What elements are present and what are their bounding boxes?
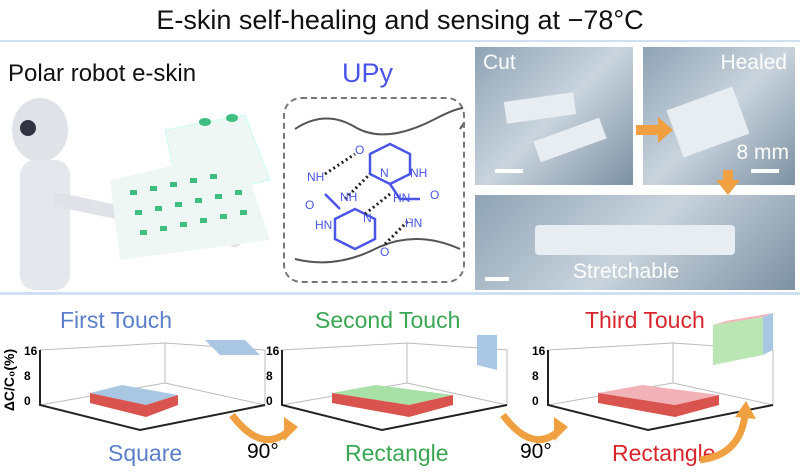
rotation-label-1: 90° [247, 440, 279, 463]
atom: N [380, 166, 389, 180]
scale-bar [751, 169, 779, 173]
arrow-down-icon [716, 170, 740, 195]
y-tick-label: 0 [24, 394, 31, 408]
y-tick-label: 16 [24, 344, 38, 358]
main-title: E-skin self-healing and sensing at −78°C [0, 0, 800, 42]
photo-cut-label: Cut [483, 51, 516, 74]
atom: NH [340, 190, 357, 204]
arrowhead-icon [554, 417, 568, 441]
robot-illustration [12, 98, 271, 290]
y-tick-label: 0 [532, 394, 539, 408]
sensor-bars [332, 393, 453, 417]
photo-healed: Healed 8 mm [643, 47, 795, 185]
atom: N [363, 211, 372, 225]
atom: HN [405, 216, 422, 230]
plot-axes [547, 350, 774, 432]
y-tick-label: 0 [266, 394, 273, 408]
touch-object [713, 317, 763, 365]
rotate-arrow-icon [699, 414, 749, 464]
touch-object-top [713, 313, 773, 325]
rotate-arrow-icon [500, 412, 563, 443]
scale-bar [495, 169, 523, 173]
atom: O [305, 198, 314, 212]
atom: NH [410, 166, 427, 180]
sensor-surface [332, 385, 453, 405]
section-divider [0, 292, 800, 295]
scale-bar [485, 277, 509, 281]
rotation-label-2: 90° [520, 440, 552, 463]
y-tick-label: 8 [24, 369, 31, 383]
touch-object [205, 340, 260, 355]
y-tick-label: 8 [266, 369, 273, 383]
plot-grid [281, 342, 508, 431]
panel-3-shape: Rectangle [612, 440, 716, 466]
process-arrows [636, 117, 740, 195]
panel-1-title: First Touch [60, 307, 173, 333]
touch-object [477, 335, 497, 370]
atom: O [355, 143, 364, 157]
molecule-box: NH O NH HN N O N NH HN O HN O [283, 97, 470, 283]
panel-3-title: Third Touch [585, 307, 705, 333]
photo-stretchable: Stretchable [475, 195, 795, 290]
arrowhead-icon [735, 401, 756, 419]
atom: O [430, 188, 439, 202]
sensing-plots: 16 8 0 16 8 0 16 8 0 [24, 313, 774, 464]
upy-dimer-structure: NH O NH HN N O N NH HN O HN O [294, 107, 470, 264]
atom: O [380, 245, 389, 259]
upy-label: UPy [342, 58, 394, 88]
y-tick-label: 16 [266, 344, 280, 358]
atom: HN [393, 191, 410, 205]
atom: HN [315, 218, 332, 232]
sensor-bars [90, 393, 178, 417]
scale-label: 8 mm [736, 141, 790, 164]
y-tick-label: 8 [532, 369, 539, 383]
panel-1-shape: Square [108, 440, 183, 466]
plot-axes [39, 350, 266, 432]
touch-object-side [763, 313, 773, 355]
photo-cut: Cut [475, 47, 633, 185]
arrow-right-icon [636, 117, 673, 143]
y-tick-label: 16 [532, 344, 546, 358]
panel-2-title: Second Touch [315, 307, 461, 333]
sensor-bars [598, 393, 719, 417]
plot-axes [281, 350, 508, 432]
sensor-surface [90, 385, 178, 405]
rotate-arrow-icon [229, 412, 293, 443]
atom: NH [307, 170, 324, 184]
sensor-surface [598, 385, 719, 405]
arrowhead-icon [284, 417, 298, 441]
photo-healed-label: Healed [720, 51, 787, 74]
robot-label: Polar robot e-skin [8, 60, 197, 87]
panel-2-shape: Rectangle [345, 440, 449, 466]
photo-stretchable-label: Stretchable [573, 260, 680, 283]
